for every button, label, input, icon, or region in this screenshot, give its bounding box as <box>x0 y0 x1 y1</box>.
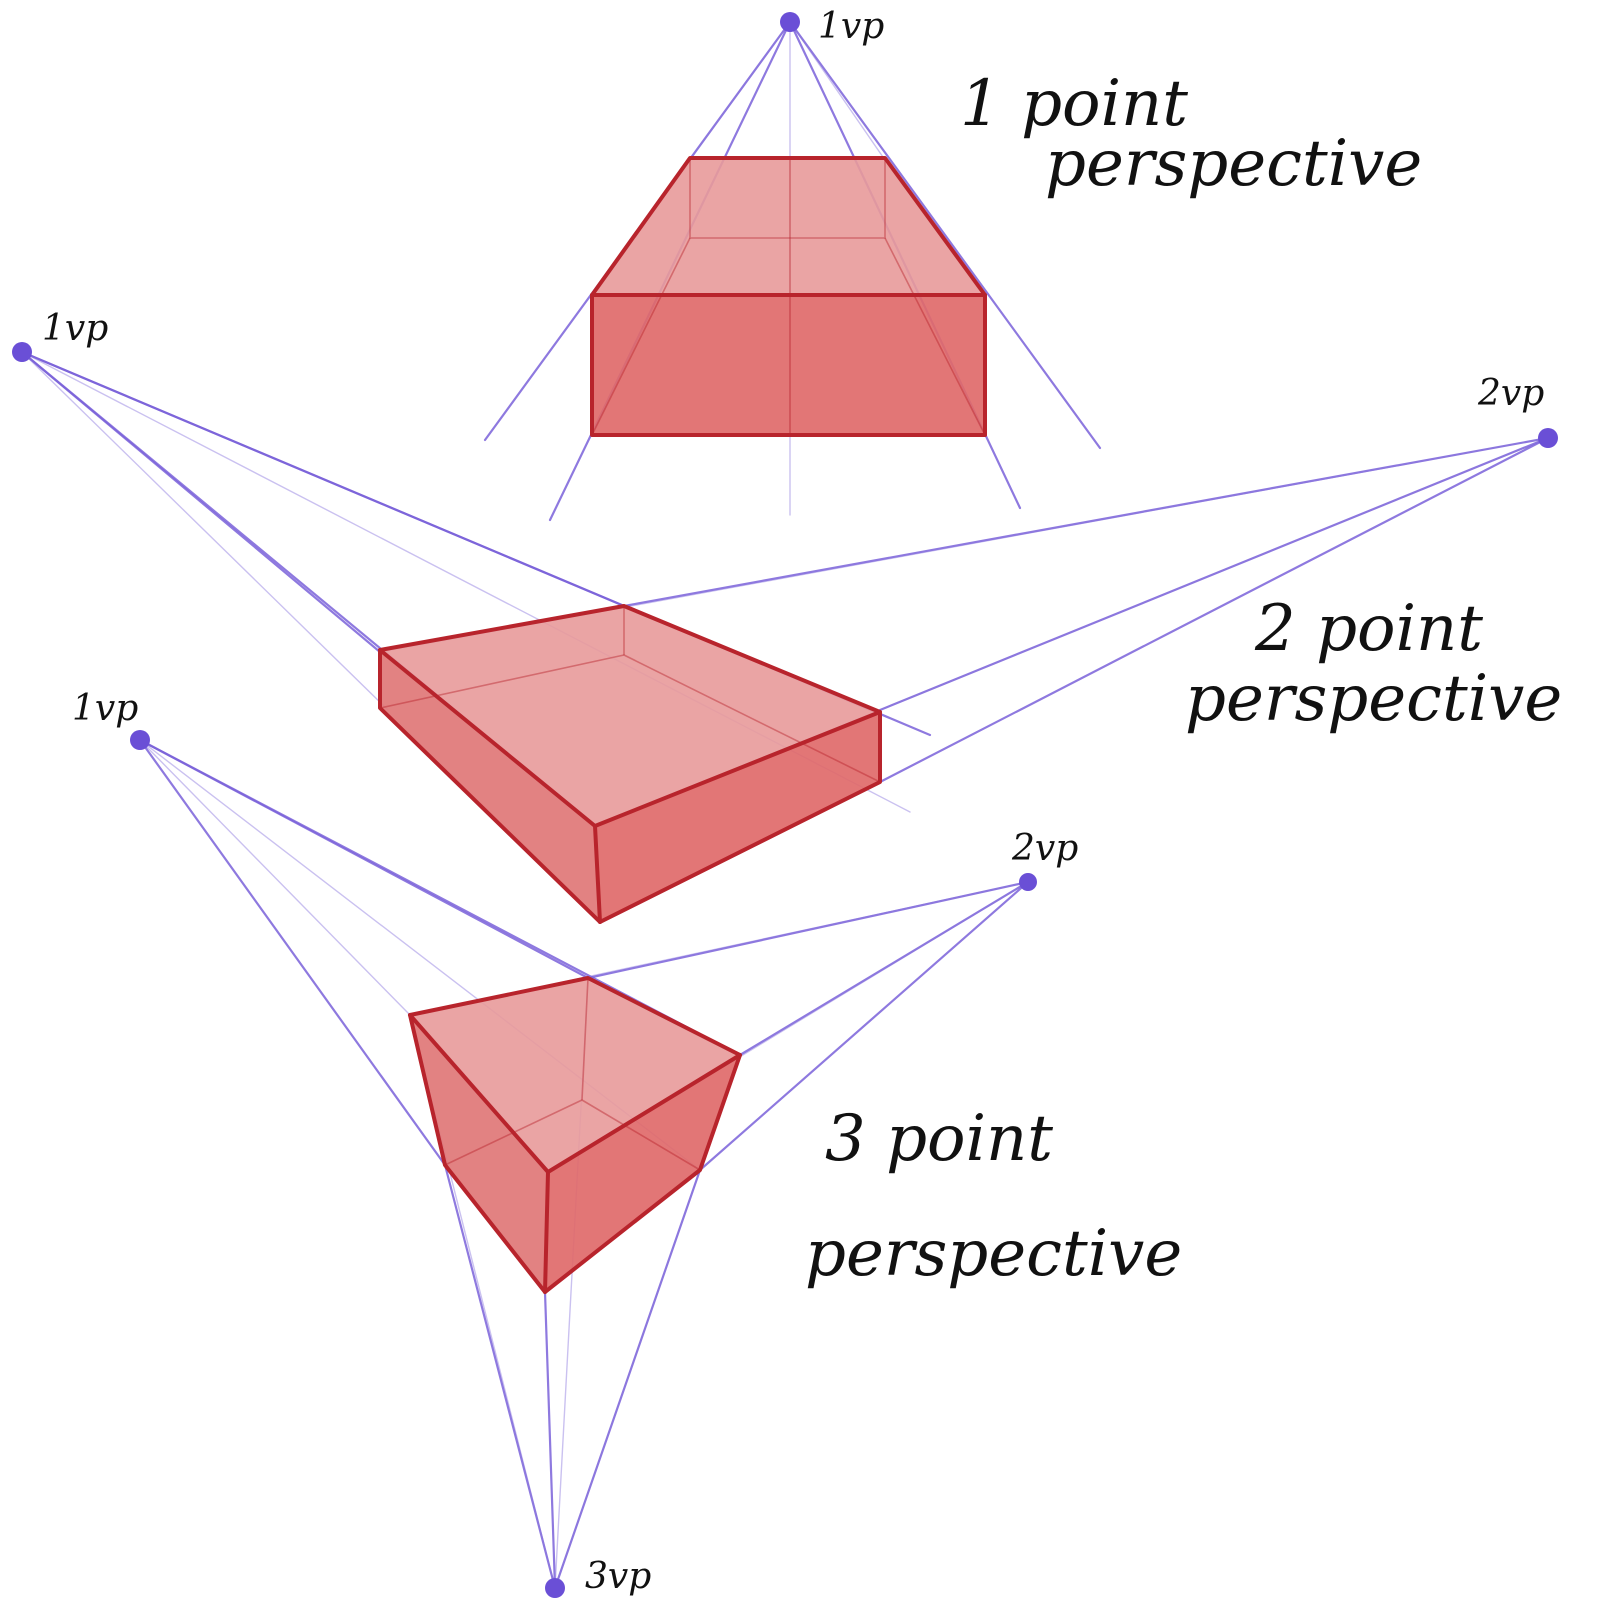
one-point-title-line2: perspective <box>1045 127 1422 201</box>
three-point-vp2-label: 2vp <box>1011 828 1078 869</box>
three-point-vp3-label: 3vp <box>585 1556 651 1597</box>
one-point-perspective-group: 1vp 1 point perspective <box>483 6 1422 522</box>
one-point-box-front-face <box>592 295 985 435</box>
three-point-vanishing-point-1 <box>130 730 150 750</box>
three-point-vanishing-point-3 <box>545 1578 565 1598</box>
one-point-title-line1: 1 point <box>960 67 1188 141</box>
three-point-vanishing-point-2 <box>1019 873 1037 891</box>
one-point-vanishing-point <box>780 12 800 32</box>
three-point-perspective-group: 1vp 2vp 3vp 3 point perspective <box>72 688 1182 1598</box>
two-point-box-left-face <box>380 650 600 922</box>
two-point-title-line1: 2 point <box>1254 592 1483 666</box>
three-point-box-left-face <box>410 1015 548 1292</box>
three-point-vp1-label: 1vp <box>72 688 138 729</box>
one-point-box <box>590 156 987 437</box>
two-point-vp1-label: 1vp <box>42 308 108 349</box>
three-point-guide-lines <box>138 738 1030 1590</box>
two-point-guide-lines <box>20 350 1550 828</box>
three-point-box <box>408 976 742 1294</box>
two-point-perspective-group: 1vp 2vp 2 point perspective <box>12 308 1562 924</box>
two-point-box-right-face <box>595 712 880 922</box>
two-point-box <box>378 604 882 924</box>
one-point-vp1-label: 1vp <box>818 6 884 47</box>
three-point-box-top-face <box>410 978 740 1172</box>
one-point-box-top-face <box>592 158 985 295</box>
three-point-title-line1: 3 point <box>825 1102 1053 1176</box>
two-point-vanishing-point-1 <box>12 342 32 362</box>
two-point-vanishing-point-2 <box>1538 428 1558 448</box>
three-point-title-line2: perspective <box>805 1217 1182 1291</box>
two-point-vp2-label: 2vp <box>1477 373 1544 414</box>
two-point-title-line2: perspective <box>1185 662 1562 736</box>
three-point-box-right-face <box>545 1055 740 1292</box>
